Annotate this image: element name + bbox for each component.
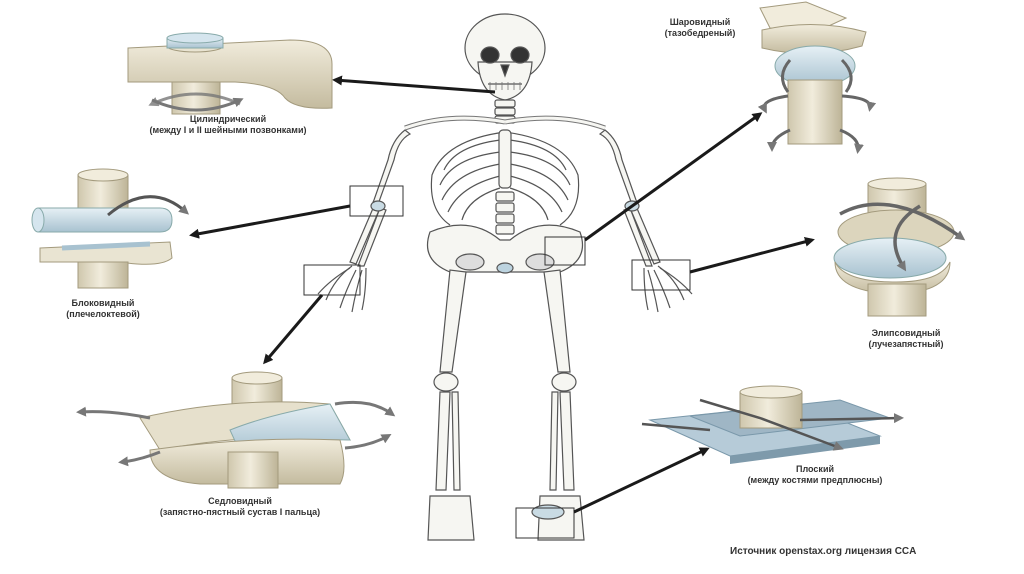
hinge-joint-detail: (плечелоктевой)	[66, 309, 140, 319]
arrow-to-condyloid	[689, 236, 815, 274]
left-arm	[317, 129, 412, 313]
rib-cage	[430, 129, 580, 226]
condyloid-joint-detail: (лучезапястный)	[868, 339, 944, 349]
plane-joint-illustration	[641, 385, 904, 464]
highlight-boxes	[303, 185, 691, 539]
saddle-joint-name: Седловидный	[208, 496, 272, 506]
hinge-joint-label: Блоковидный (плечелоктевой)	[28, 298, 178, 320]
condyloid-joint-illustration	[833, 177, 966, 317]
pivot-joint-label: Цилиндрический (между I и II шейными поз…	[128, 114, 328, 136]
ball-joint-name: Шаровидный	[669, 17, 731, 27]
skeleton	[317, 13, 693, 541]
arrow-to-pivot	[332, 75, 496, 94]
saddle-joint-illustration	[76, 371, 396, 489]
arrow-to-ball	[584, 112, 763, 242]
pivot-joint-detail: (между I и II шейными позвонками)	[149, 125, 307, 135]
ball-joint-label: Шаровидный (тазобедреный)	[640, 17, 760, 39]
arrow-to-hinge	[189, 204, 351, 239]
ball-joint-detail: (тазобедреный)	[664, 28, 736, 38]
skull	[464, 13, 546, 101]
saddle-joint-detail: (запястно-пястный сустав I пальца)	[159, 507, 321, 517]
hinge-joint-illustration	[31, 168, 189, 289]
legs	[427, 269, 585, 541]
saddle-joint-label: Седловидный (запястно-пястный сустав I п…	[120, 496, 360, 518]
arrow-to-plane	[573, 447, 710, 514]
condyloid-joint-name: Элипсовидный	[871, 328, 941, 338]
source-credit: Источник openstax.org лицензия CCA	[730, 546, 917, 557]
plane-joint-name: Плоский	[795, 464, 835, 474]
pivot-joint-illustration	[127, 32, 333, 115]
pointer-arrows	[189, 75, 815, 514]
pelvis	[426, 224, 584, 274]
plane-joint-label: Плоский (между костями предплюсны)	[720, 464, 910, 486]
hinge-joint-name: Блоковидный	[71, 298, 135, 308]
arrow-to-saddle	[263, 294, 324, 365]
plane-joint-detail: (между костями предплюсны)	[747, 475, 883, 485]
pivot-joint-name: Цилиндрический	[189, 114, 267, 124]
condyloid-joint-label: Элипсовидный (лучезапястный)	[836, 328, 976, 350]
lumbar-spine	[495, 191, 515, 235]
ball-joint-illustration	[757, 1, 877, 154]
